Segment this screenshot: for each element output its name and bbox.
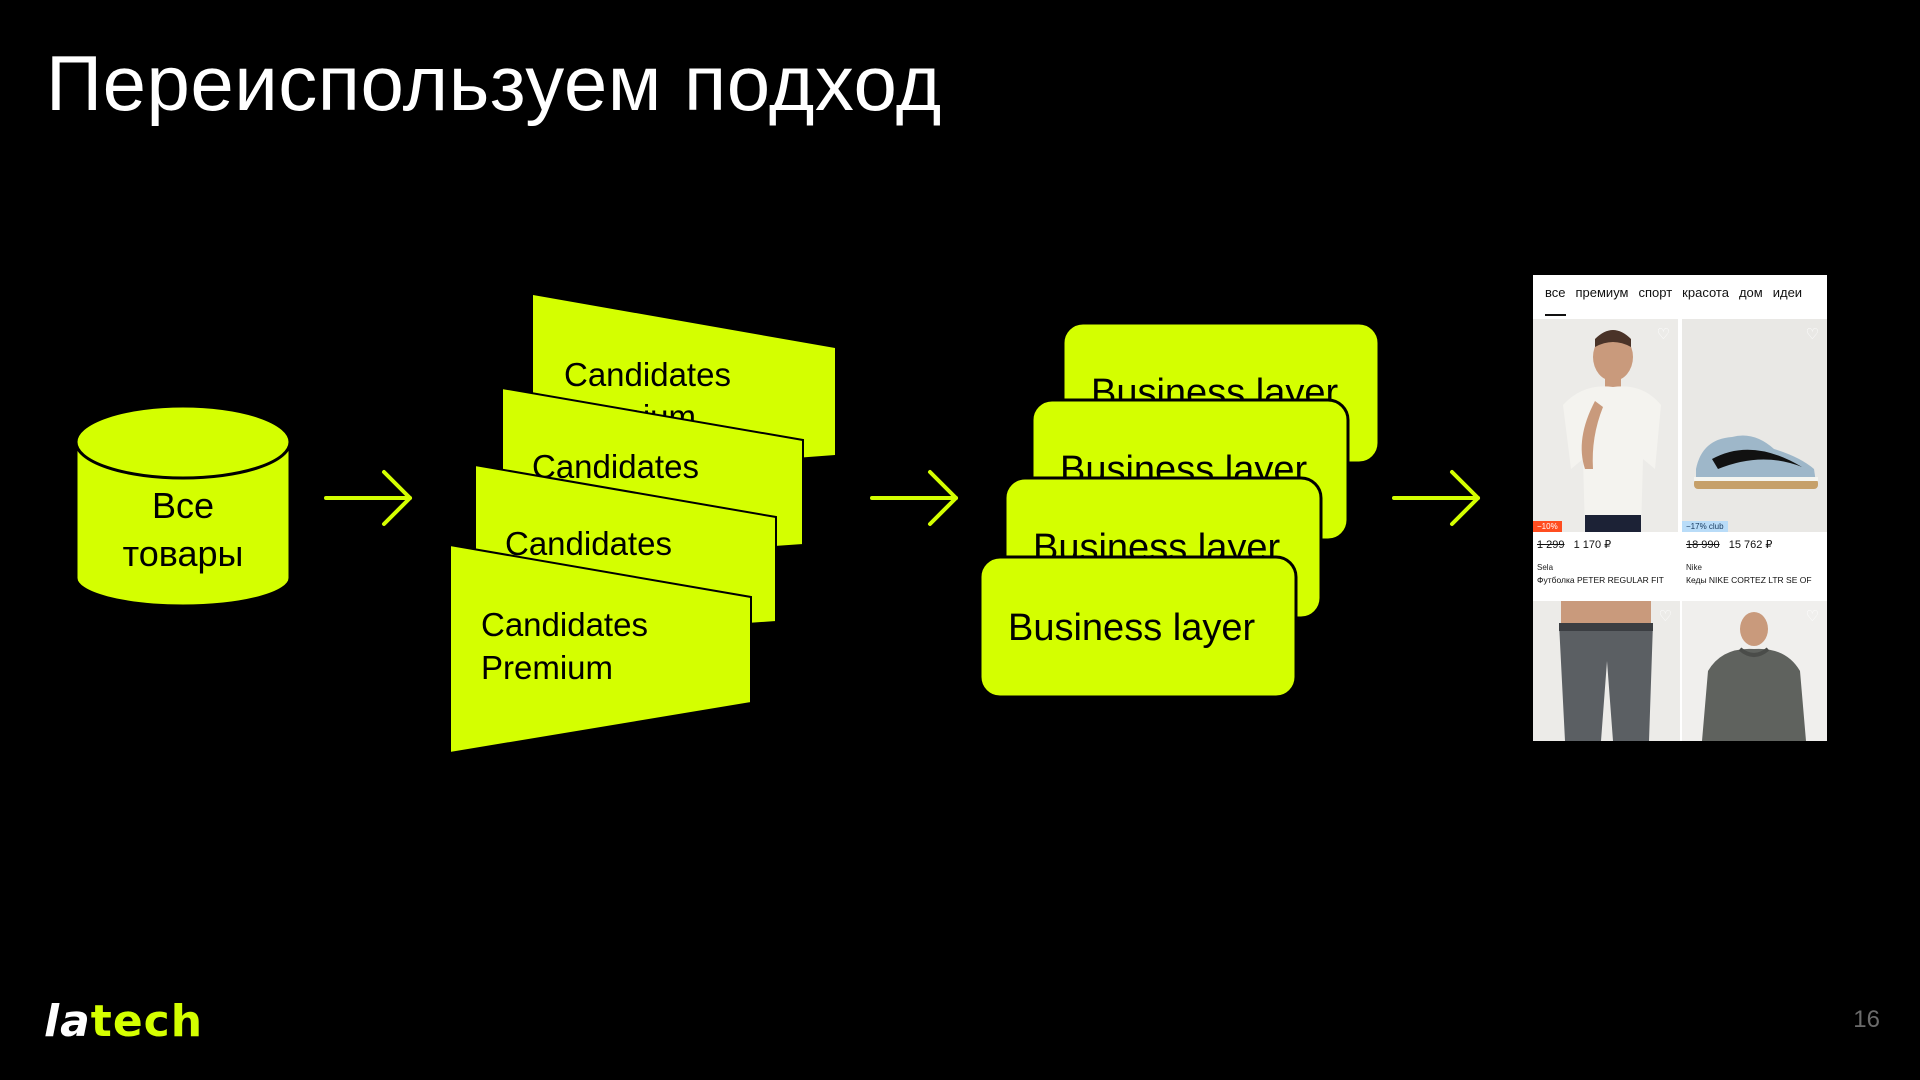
feed-tab-all[interactable]: все	[1545, 285, 1566, 316]
product-card-sweater[interactable]: ♡	[1680, 601, 1827, 741]
candidates-card-premium-front: Candidates Premium	[449, 543, 752, 755]
right-arrow-icon	[1392, 470, 1480, 526]
product-price-row: 18 990 15 762 ₽	[1682, 532, 1827, 551]
business-layer-label: Business layer	[1008, 607, 1255, 649]
model-tshirt-illustration	[1563, 330, 1661, 532]
candidates-stack: Candidates Premium Candidates Candidates…	[449, 295, 835, 755]
candidates-label: Candidates	[481, 606, 648, 643]
candidates-label: Candidates	[564, 356, 731, 393]
old-price: 1 299	[1537, 539, 1565, 551]
business-layer-card-4: Business layer	[978, 555, 1298, 699]
logo-part-tech: tech	[90, 996, 204, 1047]
product-price-row: 1 299 1 170 ₽	[1533, 532, 1680, 551]
product-name: Кеды NIKE CORTEZ LTR SE OF	[1686, 575, 1812, 585]
product-image-tshirt: ♡ −10%	[1533, 319, 1678, 532]
feed-tab-home[interactable]: дом	[1738, 285, 1763, 300]
product-brand: Nike	[1686, 563, 1703, 572]
slide-title: Переиспользуем подход	[46, 39, 942, 127]
right-arrow-icon	[870, 470, 958, 526]
product-name: Футболка PETER REGULAR FIT	[1537, 575, 1664, 585]
current-price: 15 762 ₽	[1728, 539, 1773, 551]
favorite-heart-icon[interactable]: ♡	[1805, 326, 1819, 343]
right-arrow-icon	[324, 470, 412, 526]
product-card-jeans[interactable]: ♡	[1533, 601, 1680, 741]
old-price: 18 990	[1686, 539, 1720, 551]
favorite-heart-icon[interactable]: ♡	[1805, 608, 1819, 625]
sneaker-illustration	[1694, 435, 1818, 489]
product-image-sneakers: ♡ −17% club	[1682, 319, 1827, 532]
product-card-tshirt[interactable]: ♡ −10% 1 299 1 170 ₽ Sela Футболка PETER…	[1533, 319, 1680, 603]
feed-tab-ideas[interactable]: идеи	[1772, 285, 1803, 300]
product-card-sneakers[interactable]: ♡ −17% club 18 990 15 762 ₽ Nike Кеды NI…	[1680, 319, 1827, 603]
product-grid: ♡ −10% 1 299 1 170 ₽ Sela Футболка PETER…	[1533, 319, 1827, 603]
favorite-heart-icon[interactable]: ♡	[1656, 326, 1670, 343]
product-brand: Sela	[1537, 563, 1554, 572]
sweater-illustration	[1702, 612, 1806, 741]
discount-badge: −10%	[1533, 521, 1562, 532]
cylinder-label-line-1: Все	[152, 485, 214, 526]
feed-tab-beauty[interactable]: красота	[1682, 285, 1729, 300]
business-layer-stack: Business layer Business layer Business l…	[978, 321, 1381, 699]
feed-tab-premium[interactable]: премиум	[1575, 285, 1629, 300]
jeans-illustration	[1559, 601, 1653, 741]
feed-tabs: все премиум спорт красота дом идеи	[1533, 275, 1827, 316]
all-products-cylinder: Все товары	[74, 404, 292, 608]
latech-logo: latech	[44, 996, 203, 1047]
logo-part-la: la	[44, 996, 91, 1047]
club-discount-badge: −17% club	[1682, 521, 1728, 532]
page-number: 16	[1853, 1006, 1880, 1033]
product-feed-screenshot: все премиум спорт красота дом идеи ♡ −10…	[1533, 275, 1827, 741]
current-price: 1 170 ₽	[1573, 539, 1612, 551]
favorite-heart-icon[interactable]: ♡	[1658, 608, 1672, 625]
product-grid-row-2: ♡ ♡	[1533, 601, 1827, 741]
candidates-label: Candidates	[505, 525, 672, 562]
candidates-sublabel: Premium	[481, 649, 613, 686]
feed-tab-sport[interactable]: спорт	[1638, 285, 1673, 300]
cylinder-label-line-2: товары	[123, 533, 244, 574]
